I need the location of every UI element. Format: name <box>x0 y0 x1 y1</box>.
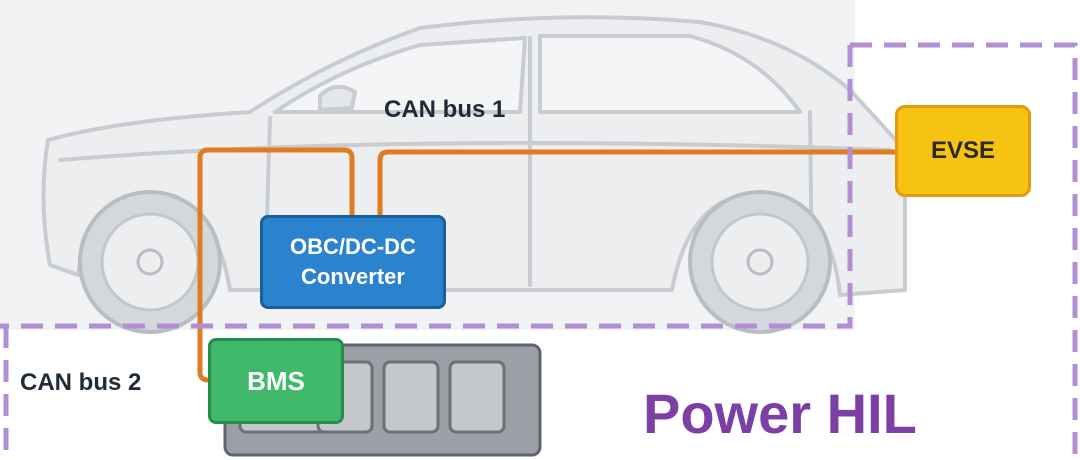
evse-block: EVSE <box>895 105 1031 197</box>
obc-label-line2: Converter <box>301 264 405 289</box>
dashed-boundaries <box>0 42 1078 460</box>
can-bus-1-label: CAN bus 1 <box>384 96 506 123</box>
can-bus-2-label: CAN bus 2 <box>20 369 142 396</box>
obc-dcdc-block: OBC/DC-DC Converter <box>260 215 446 309</box>
evse-wire <box>377 149 897 217</box>
bms-label: BMS <box>247 365 305 396</box>
vehicle-boundary <box>0 42 1078 460</box>
front-wheel <box>78 190 222 334</box>
obc-label-line1: OBC/DC-DC <box>290 234 416 259</box>
power-hil-label: Power HIL <box>643 382 917 445</box>
can-bus-1-wire <box>197 147 355 383</box>
can-bus-wires <box>197 147 897 383</box>
bms-block: BMS <box>208 338 344 424</box>
battery-cell <box>382 360 440 434</box>
evse-label: EVSE <box>930 137 996 164</box>
battery-cell <box>448 360 506 434</box>
rear-wheel <box>688 190 832 334</box>
